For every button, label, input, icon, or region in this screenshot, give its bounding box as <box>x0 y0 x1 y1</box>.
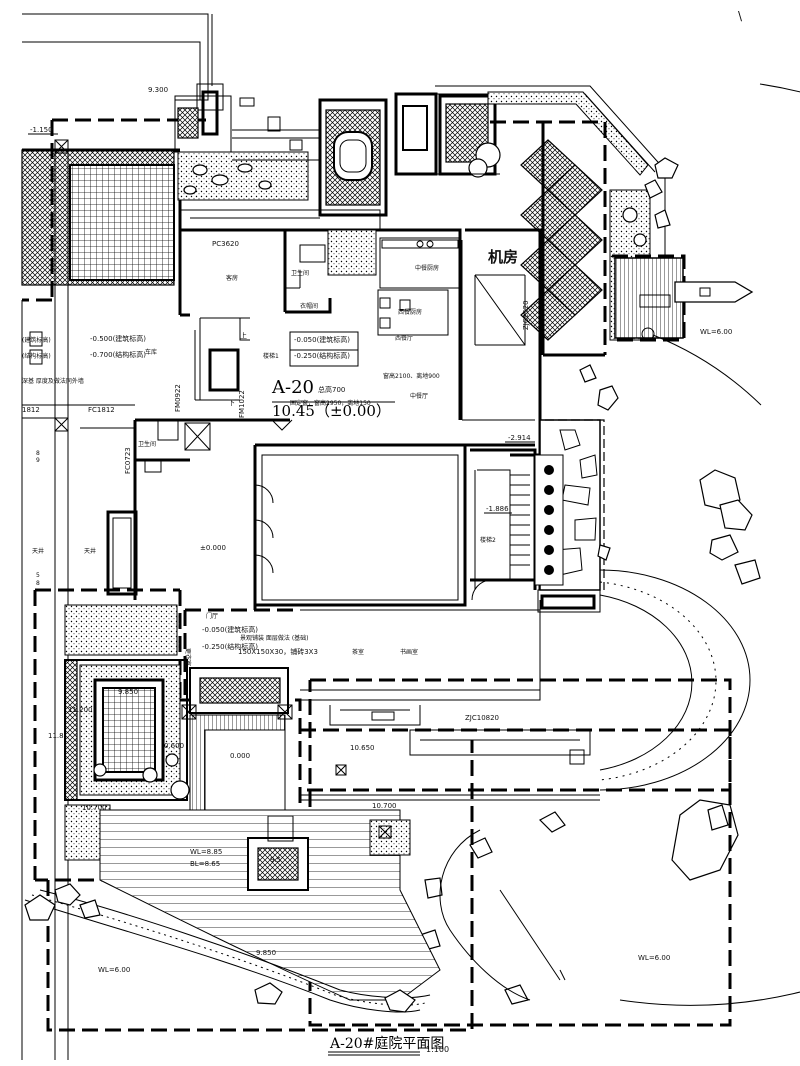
zjc10820-label: ZJC10820 <box>465 714 499 722</box>
drawing-title: A-20#庭院平面图 <box>329 1035 444 1052</box>
top-right-mark: \ <box>738 9 743 23</box>
fc0723-label: FC0723 <box>124 447 132 474</box>
elev-11-8: 11.8 <box>48 732 64 740</box>
up-mark: 上 <box>240 331 247 340</box>
foyer-label: 门厅 <box>206 612 218 620</box>
pave-note-1: 景观铺装 面层做法 (基础) <box>240 634 309 642</box>
building-code: A-20 <box>271 377 314 398</box>
right-stone-wall <box>534 364 619 613</box>
left-note-2: (结构标高) <box>22 352 51 360</box>
left-note-3: 深基 厚度及做法同外墙 <box>22 377 84 385</box>
elev-10650: 10.650 <box>350 744 375 752</box>
pave-note-2: 150X150X30，铺砖3X3 <box>238 647 318 656</box>
elevation-labels: 9.300 -1.150 ±0.000 -2.914 -1.886 9.850 … <box>28 86 732 974</box>
main-building <box>106 200 542 610</box>
elevation-note: 总高700 <box>318 385 345 394</box>
elev-m1886: -1.886 <box>486 505 509 513</box>
drawing-title-block: A-20#庭院平面图 1:100 <box>328 1035 449 1056</box>
main-elevation: 10.45（±0.00） <box>272 402 391 420</box>
elev-9850-b: 9.850 <box>256 949 276 957</box>
stair-1-label: 楼梯1 <box>263 352 279 360</box>
elev-9850-a: 9.850 <box>118 688 138 696</box>
left-num-4: 8 <box>36 580 40 587</box>
window-note-1: 窗高2100、离地900 <box>383 372 440 380</box>
lvl-m0250-b: -0.250(结构标高) <box>202 642 258 651</box>
cloakroom-label: 衣帽间 <box>300 302 318 310</box>
bathroom-1-label: 卫生间 <box>291 269 309 277</box>
wl-right-bottom: WL=6.00 <box>638 954 670 962</box>
courtyard-left-1-label: 天井 <box>32 547 44 555</box>
guest-room-label: 客房 <box>226 274 238 282</box>
elev-10700-a: 10.700 <box>82 804 107 812</box>
wl-left-bottom: WL=6.00 <box>98 966 130 974</box>
elev-m2914: -2.914 <box>508 434 531 442</box>
western-kitchen-label: 西餐厨房 <box>398 308 422 316</box>
water-edge-arc-2 <box>652 334 762 406</box>
lvl-m0700: -0.700(结构标高) <box>90 350 146 359</box>
bl-pond: BL=8.65 <box>190 860 220 868</box>
courtyard-left-2-label: 天井 <box>84 547 96 555</box>
room-labels: 机房 客房 卫生间 衣帽间 卫生间 中餐厨房 西餐厨房 西餐厅 中餐厅 楼梯1 … <box>32 248 518 666</box>
study-hall-label: 书画室 <box>400 648 418 656</box>
left-num-2: 9 <box>36 457 40 464</box>
wood-deck <box>99 809 441 1001</box>
elev-11-200: 11.200 <box>68 706 93 714</box>
left-side-lines <box>21 300 135 1060</box>
drawing-scale: 1:100 <box>426 1045 449 1054</box>
tea-room-label: 茶室 <box>352 648 364 656</box>
elev-zero: ±0.000 <box>200 544 226 552</box>
fm0922-label: FM0922 <box>174 384 182 412</box>
elev-m1150: -1.150 <box>30 126 53 134</box>
elev-9-5: 9.5 <box>270 856 281 864</box>
western-dining-label: 西餐厅 <box>395 334 413 342</box>
chinese-kitchen-label: 中餐厨房 <box>415 264 439 272</box>
pc3620-label: PC3620 <box>212 240 239 248</box>
wl-right-top: WL=6.00 <box>700 328 732 336</box>
top-center-features <box>174 83 501 217</box>
lvl-m0050-a: -0.050(建筑标高) <box>294 335 350 344</box>
code-labels: PC3620 FC1812 1812 FC0723 FM0922 FM1022 … <box>22 240 530 722</box>
elev-0000-b: 0.000 <box>230 752 250 760</box>
dim-1812-label: 1812 <box>22 406 40 414</box>
window-note-2: 固定窗，窗高2950，离地150 <box>290 399 371 407</box>
fc1812-a-label: FC1812 <box>88 406 115 414</box>
bathroom-2-label: 卫生间 <box>138 440 156 448</box>
main-elevation-mark: A-20 总高700 10.45（±0.00） <box>271 377 395 431</box>
arc-path <box>599 569 751 791</box>
pond-area <box>64 604 293 861</box>
lvl-m0050-b: -0.050(建筑标高) <box>202 625 258 634</box>
wl-pond: WL=8.85 <box>190 848 222 856</box>
lvl-m0250-a: -0.250(结构标高) <box>294 351 350 360</box>
stair-2-label: 楼梯2 <box>480 536 496 544</box>
elev-9300: 9.300 <box>148 86 168 94</box>
top-right-features <box>435 85 679 357</box>
left-num-3: 5 <box>36 572 40 579</box>
shore-curve <box>24 883 431 1013</box>
zjc2520-label: ZJC2520 <box>522 300 530 330</box>
elev-0600: 0.600 <box>164 742 184 750</box>
garage-label: 车库 <box>145 348 157 356</box>
rocks-right <box>419 469 761 1005</box>
top-left-structure <box>21 13 213 1060</box>
terrace-details <box>300 600 600 801</box>
lvl-m0500: -0.500(建筑标高) <box>90 334 146 343</box>
down-mark: 下 <box>228 399 235 407</box>
left-note-1: (建筑标高) <box>22 336 51 344</box>
elev-10700-b: 10.700 <box>372 802 397 810</box>
left-num-1: 8 <box>36 450 40 457</box>
dock-and-boat <box>612 254 754 342</box>
changing-room-label: 更衣室 <box>184 648 192 666</box>
fm1022-label: FM1022 <box>238 390 246 418</box>
machine-room-label: 机房 <box>488 248 518 266</box>
chinese-dining-label: 中餐厅 <box>410 392 428 400</box>
